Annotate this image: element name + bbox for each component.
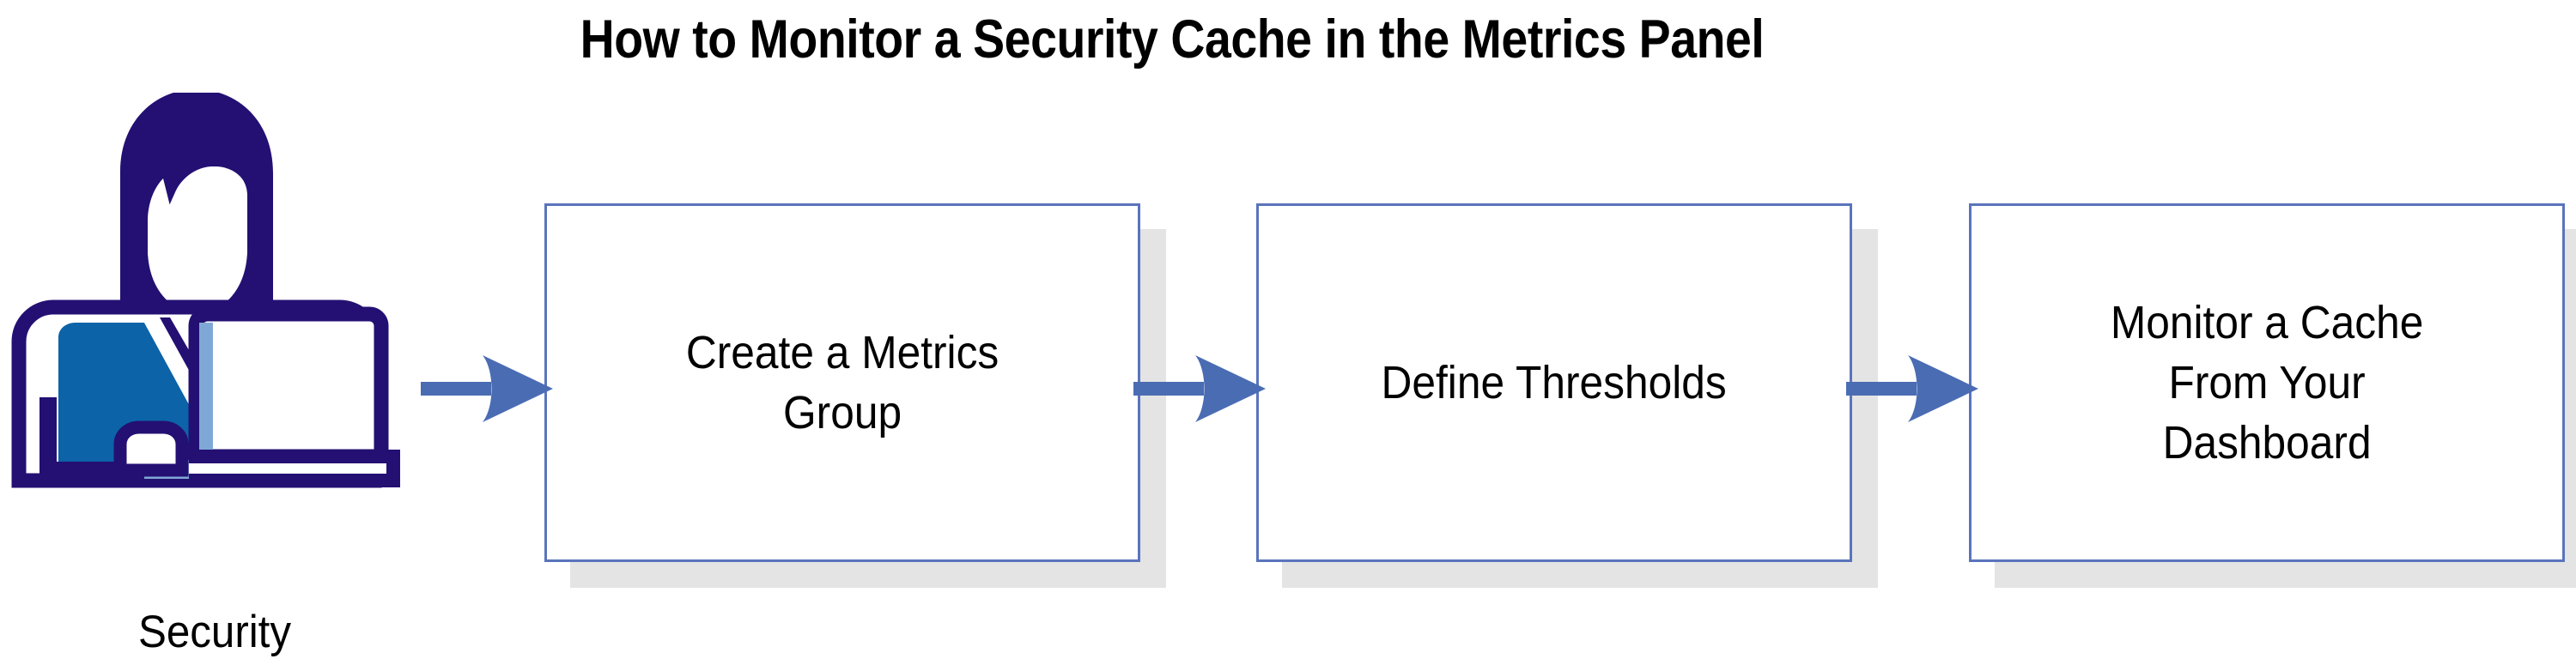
- actor-label-line-1: Security: [137, 607, 292, 657]
- page-title: How to Monitor a Security Cache in the M…: [580, 9, 1765, 70]
- step-3-label: Monitor a Cache From Your Dashboard: [2090, 293, 2444, 474]
- step-1-label-line-1: Create a Metrics: [685, 326, 999, 378]
- step-3-label-line-3: Dashboard: [2162, 417, 2372, 469]
- step-3-label-line-2: From Your: [2168, 356, 2366, 408]
- step-1-label: Create a Metrics Group: [665, 323, 1019, 443]
- step-2-label-line-1: Define Thresholds: [1381, 356, 1728, 408]
- security-administrator-at-laptop-icon: [0, 89, 447, 496]
- process-box-step-1[interactable]: Create a Metrics Group: [544, 203, 1140, 562]
- actor-security-administrator: Security Administrator: [0, 89, 447, 665]
- arrow-right-icon-connector-1: [421, 350, 553, 427]
- step-2-label: Define Thresholds: [1361, 353, 1747, 413]
- arrow-right-icon-connector-3: [1846, 350, 1978, 427]
- actor-label-line-2: Administrator: [15, 662, 415, 665]
- arrow-right-icon-connector-2: [1133, 350, 1266, 427]
- process-box-step-3[interactable]: Monitor a Cache From Your Dashboard: [1969, 203, 2565, 562]
- process-box-step-2[interactable]: Define Thresholds: [1256, 203, 1852, 562]
- step-3-label-line-1: Monitor a Cache: [2110, 296, 2424, 348]
- actor-label: Security Administrator: [15, 603, 415, 665]
- step-1-label-line-2: Group: [782, 387, 902, 438]
